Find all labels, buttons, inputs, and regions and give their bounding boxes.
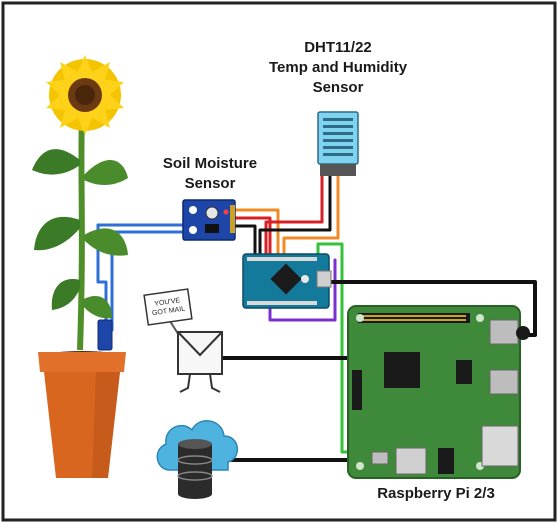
- sign-text-1: YOU'VE: [154, 297, 181, 308]
- wire-red-soil: [233, 216, 272, 257]
- arduino-pin-row-top: [247, 257, 317, 261]
- soil-sensor-hole: [189, 206, 197, 214]
- cloud-database-icon: [156, 420, 238, 499]
- rpi-hdmi-port: [395, 447, 427, 475]
- arduino-pin-row-bottom: [247, 301, 317, 305]
- sign-text-2: GOT MAIL: [152, 306, 186, 318]
- email-envelope-icon: YOU'VE GOT MAIL: [143, 288, 223, 393]
- rpi-label: Raspberry Pi 2/3: [377, 485, 495, 502]
- sunflower-in-pot-icon: [32, 55, 128, 478]
- plant-leaf: [84, 228, 128, 256]
- wires: [96, 174, 537, 462]
- rpi-display-connector: [352, 370, 362, 410]
- plant-stem: [77, 114, 85, 351]
- arduino-button: [301, 275, 309, 283]
- soil-sensor-pot: [205, 206, 219, 220]
- dht-label-line1: DHT11/22: [304, 39, 372, 56]
- envelope-legs: [179, 373, 221, 393]
- rpi-usb-port: [489, 319, 519, 345]
- dht-pins: [320, 164, 356, 176]
- soil-label-line1: Soil Moisture: [163, 155, 257, 172]
- rpi-mount-hole: [356, 314, 364, 322]
- soil-moisture-sensor-icon: [182, 199, 236, 241]
- raspberry-pi-board-icon: [347, 305, 530, 479]
- wire-purple: [268, 258, 337, 322]
- database-stack: [177, 439, 213, 499]
- pot-shade: [92, 372, 120, 478]
- soil-sensor-chip: [205, 224, 219, 233]
- sunflower-head: [46, 55, 124, 135]
- soil-sensor-pins: [230, 205, 235, 233]
- dht-label-line2: Temp and Humidity: [269, 59, 408, 76]
- soil-probe: [97, 319, 113, 351]
- wire-orange-dht: [282, 174, 340, 257]
- dht-grille: [323, 118, 353, 156]
- rpi-power-port: [516, 326, 530, 340]
- arduino-chip: [270, 263, 302, 295]
- dht-label-line3: Sensor: [313, 79, 364, 96]
- pot-rim: [38, 352, 126, 372]
- plant-leaf: [51, 279, 80, 310]
- soil-sensor-board: [182, 199, 236, 241]
- wire-orange-soil: [233, 208, 280, 257]
- plant-leaf: [82, 296, 112, 319]
- arduino-nano-icon: [242, 253, 332, 309]
- wire-green: [316, 242, 354, 454]
- arduino-usb: [316, 270, 332, 288]
- plant-leaf: [34, 216, 80, 251]
- plant-leaf: [32, 149, 80, 175]
- dht-sensor-icon: [317, 111, 359, 176]
- wire-black-soil: [233, 224, 257, 257]
- rpi-chip-small: [456, 360, 472, 384]
- rpi-board: [347, 305, 521, 479]
- rpi-gpio-pins: [362, 315, 466, 321]
- plant-leaf: [84, 160, 128, 185]
- rpi-mount-hole: [476, 314, 484, 322]
- rpi-ethernet-port: [481, 425, 519, 467]
- rpi-usb-power: [371, 451, 389, 465]
- soil-sensor-led: [223, 209, 229, 215]
- envelope-flap: [177, 331, 223, 357]
- rpi-mount-hole: [356, 462, 364, 470]
- rpi-usb-port: [489, 369, 519, 395]
- rpi-cpu: [384, 352, 420, 388]
- sign-board: [143, 288, 193, 326]
- sunflower-center-inner: [75, 85, 95, 105]
- wire-red-dht: [264, 174, 324, 257]
- rpi-audio-jack: [438, 448, 454, 474]
- soil-sensor-hole: [189, 226, 197, 234]
- soil-label-line2: Sensor: [185, 175, 236, 192]
- rpi-gpio-header: [358, 313, 470, 323]
- wire-black-dht: [258, 174, 332, 257]
